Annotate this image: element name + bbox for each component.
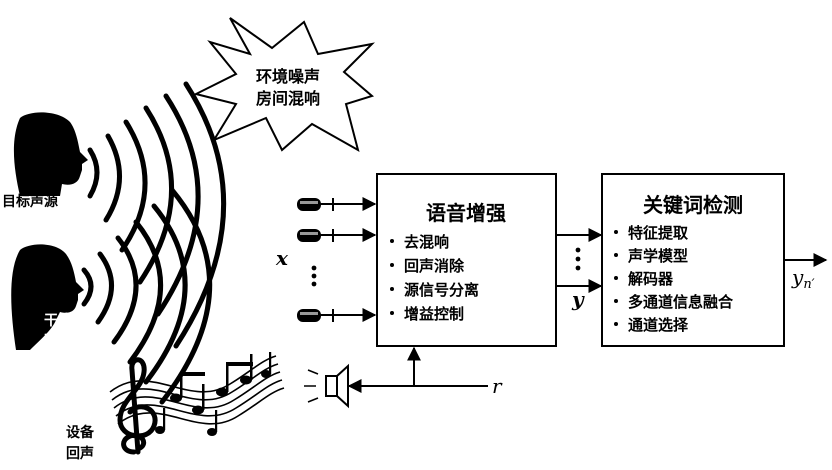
microphone-icon bbox=[297, 309, 334, 322]
target-speaker: 目标声源 bbox=[2, 112, 89, 210]
microphone-icon bbox=[297, 229, 334, 242]
kws-item: 通道选择 bbox=[628, 316, 689, 334]
kws-item: 解码器 bbox=[628, 270, 674, 288]
head-silhouette-icon bbox=[13, 112, 89, 196]
device-echo-label-1: 设备 bbox=[66, 424, 95, 441]
head-silhouette-icon bbox=[11, 244, 84, 350]
noise-burst: 环境噪声 房间混响 bbox=[193, 17, 375, 153]
output-signal-subscript: n′ bbox=[803, 277, 814, 292]
device-echo-label-2: 回声 bbox=[66, 445, 94, 462]
kws-title: 关键词检测 bbox=[643, 193, 743, 217]
keyword-spotting-block: 关键词检测 特征提取 声学模型 解码器 多通道信息融合 通道选择 bbox=[601, 173, 785, 347]
enhanced-ellipsis bbox=[575, 247, 581, 271]
interference-label-2: 声源 bbox=[43, 332, 72, 349]
target-sound-waves bbox=[87, 81, 227, 349]
microphone-icon bbox=[297, 198, 334, 211]
output-signal: yn′ bbox=[791, 265, 815, 292]
enhanced-signal-y: y bbox=[571, 287, 585, 311]
speech-enhancement-block: 语音增强 去混响 回声消除 源信号分离 增益控制 bbox=[376, 173, 557, 347]
treble-clef-icon bbox=[117, 357, 158, 455]
reference-signal-r: r bbox=[492, 374, 503, 398]
reference-path bbox=[347, 346, 488, 393]
interference-sound-waves bbox=[81, 187, 212, 405]
mic-ellipsis bbox=[311, 265, 317, 287]
noise-line-1: 环境噪声 bbox=[256, 67, 320, 86]
output-signal-base: y bbox=[791, 265, 804, 289]
music-notes-icon bbox=[155, 352, 272, 436]
enhancement-item: 回声消除 bbox=[404, 257, 465, 275]
interference-speaker: 干扰 声源 bbox=[11, 244, 84, 350]
microphone-array: x bbox=[275, 198, 334, 322]
target-source-label: 目标声源 bbox=[2, 193, 58, 210]
interference-label-1: 干扰 bbox=[44, 312, 72, 329]
noise-line-2: 房间混响 bbox=[256, 89, 320, 108]
kws-items: 特征提取 声学模型 解码器 多通道信息融合 通道选择 bbox=[614, 224, 734, 334]
kws-item: 多通道信息融合 bbox=[628, 293, 734, 311]
enhancement-items: 去混响 回声消除 源信号分离 增益控制 bbox=[390, 233, 479, 323]
kws-item: 特征提取 bbox=[628, 224, 689, 242]
loudspeaker-icon bbox=[304, 363, 349, 409]
input-signal-x: x bbox=[275, 246, 289, 270]
mic-input-arrows bbox=[333, 197, 377, 322]
enhancement-item: 源信号分离 bbox=[404, 281, 479, 299]
enhancement-title: 语音增强 bbox=[426, 201, 506, 225]
kws-item: 声学模型 bbox=[627, 247, 688, 265]
enhancement-item: 增益控制 bbox=[404, 305, 464, 323]
device-echo-music: 设备 回声 bbox=[66, 352, 285, 462]
enhancement-item: 去混响 bbox=[404, 233, 449, 251]
enhanced-output-arrows bbox=[556, 228, 603, 293]
burst-shape-icon bbox=[193, 17, 375, 153]
